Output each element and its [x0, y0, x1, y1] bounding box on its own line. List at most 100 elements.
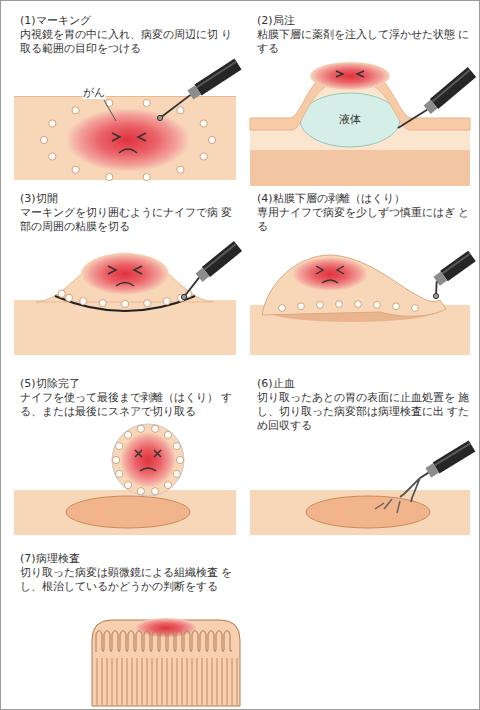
incision-figure [184, 278, 199, 297]
dissection-figure [298, 303, 305, 310]
marking-figure [143, 99, 150, 106]
step-panel: (5)切除完了ナイフを使って最後まで剥離（はくり） する、または最後にスネアで切… [20, 377, 242, 421]
dissection-figure [292, 257, 368, 291]
marking-figure [200, 120, 207, 127]
dissection-figure [433, 293, 438, 298]
pathology-figure [162, 658, 163, 705]
pathology-figure [117, 658, 118, 705]
incision-figure [121, 300, 128, 307]
dissection-figure [437, 276, 444, 281]
marking-figure [200, 153, 207, 160]
pathology-figure [232, 658, 233, 705]
resection-figure [124, 481, 131, 488]
step-heading: (6)止血 [257, 377, 473, 391]
injection-figure [300, 93, 400, 147]
dissection-figure [393, 303, 400, 310]
marking-figure [72, 166, 79, 173]
pathology-figure [127, 658, 128, 705]
pathology-figure [192, 658, 193, 705]
incision-figure [36, 253, 214, 302]
marking-figure [14, 96, 236, 97]
resection-figure [152, 488, 159, 495]
resection-figure [66, 496, 190, 528]
marking-figure [177, 107, 184, 114]
injection-figure [336, 71, 364, 77]
resection-figure [164, 431, 171, 438]
hemostasis-figure [375, 499, 400, 513]
pathology-figure [167, 658, 168, 705]
resection-figure [176, 456, 183, 463]
step-heading: (5)切除完了 [20, 377, 242, 391]
part-label: がん [82, 86, 106, 99]
injection-figure [432, 70, 470, 102]
pathology-figure [172, 658, 173, 705]
pathology-figure [96, 631, 237, 706]
marking-figure [196, 61, 236, 87]
step-panel: (7)病理検査切り取った病変は顕微鏡による組織検査 をし、根治しているかどうかの… [20, 552, 242, 596]
incision-figure [14, 300, 236, 355]
pathology-figure [107, 658, 108, 705]
incision-figure [58, 290, 65, 297]
step-panel: (4)粘膜下層の剥離（はくり）専用ナイフで病変を少しずつ慎重にはぎ とる [257, 192, 473, 236]
marking-figure [208, 136, 215, 143]
pathology-figure [212, 658, 213, 705]
pathology-figure [112, 658, 113, 705]
pathology-figure [102, 658, 103, 705]
resection-figure [112, 456, 119, 463]
injection-figure [310, 62, 390, 90]
marking-figure [157, 115, 162, 120]
step-heading: (7)病理検査 [20, 552, 242, 566]
marking-figure [106, 173, 113, 180]
marking-figure [66, 108, 190, 172]
incision-figure [181, 294, 186, 299]
marking-figure [72, 107, 79, 114]
dissection-figure [262, 255, 446, 316]
pathology-figure [147, 658, 148, 705]
step-heading: (2)局注 [257, 14, 473, 28]
pathology-figure [182, 658, 183, 705]
pathology-figure [142, 658, 143, 705]
pathology-figure [137, 658, 138, 705]
resection-figure [116, 470, 123, 477]
dissection-figure [374, 301, 381, 308]
pathology-figure [222, 658, 223, 705]
dissection-figure [444, 256, 472, 276]
marking-figure [104, 100, 116, 121]
incision-figure [55, 296, 195, 311]
step-panel: (1)マーキング内視鏡を胃の中に入れ、病変の周辺に切 り取る範囲の目印をつける [20, 14, 242, 58]
injection-figure [250, 62, 472, 186]
marking-figure [14, 96, 236, 180]
resection-figure [14, 424, 236, 535]
resection-figure [137, 425, 144, 432]
marking-figure [157, 61, 238, 120]
marking-figure [49, 153, 56, 160]
marking-figure [177, 166, 184, 173]
step-description: マーキングを切り囲むようにナイフで病 変部の周囲の粘膜を切る [20, 206, 242, 234]
marking-figure [143, 173, 150, 180]
marking-figure [49, 120, 56, 127]
injection-figure [398, 70, 472, 128]
incision-figure [206, 246, 238, 272]
step-heading: (3)切開 [20, 192, 242, 206]
pathology-figure [227, 658, 228, 705]
step-description: 内視鏡を胃の中に入れ、病変の周辺に切 り取る範囲の目印をつける [20, 28, 242, 56]
pathology-figure [237, 658, 238, 705]
marking-figure [40, 136, 47, 143]
dissection-figure [316, 266, 344, 283]
pathology-figure [187, 658, 188, 705]
pathology-figure [92, 618, 240, 706]
pathology-figure [92, 620, 240, 706]
resection-figure [112, 424, 184, 496]
pathology-figure [157, 658, 158, 705]
resection-figure [120, 432, 176, 488]
marking-figure [198, 64, 238, 90]
pathology-figure [197, 658, 198, 705]
step-description: 専用ナイフで病変を少しずつ慎重にはぎ とる [257, 206, 473, 234]
pathology-figure [122, 658, 123, 705]
hemostasis-figure [420, 473, 428, 478]
hemostasis-figure [400, 478, 420, 502]
dissection-figure [355, 301, 362, 308]
